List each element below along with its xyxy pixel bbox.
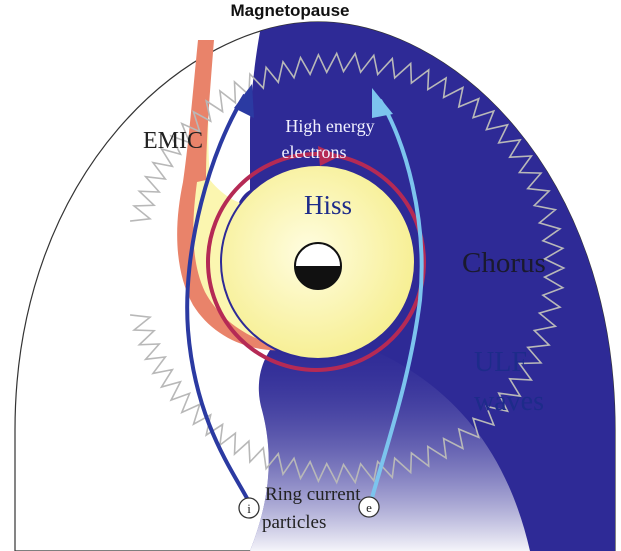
high-energy-label-line1: High energy	[285, 116, 374, 136]
drift-ring-arrow	[318, 146, 340, 166]
ring-current-label-line2: particles	[262, 512, 326, 533]
chorus-label: Chorus	[462, 247, 546, 279]
earth-nightside	[295, 266, 341, 289]
magnetopause-label: Magnetopause	[230, 1, 349, 20]
ion-path-arrow	[234, 84, 254, 118]
hiss-label: Hiss	[304, 190, 352, 220]
electron-path	[368, 98, 424, 506]
ring-current-label-line1: Ring current	[265, 484, 361, 505]
ulf-label-line1: ULF	[474, 347, 527, 378]
ion-marker	[238, 497, 260, 519]
electron-drift-ring	[206, 152, 426, 372]
high-energy-label-line2: electrons	[282, 142, 347, 162]
electron-marker-label: e	[366, 500, 372, 515]
electron-marker	[358, 496, 380, 518]
ulf-label-line2: waves	[474, 386, 544, 417]
ion-path	[185, 93, 250, 501]
ion-marker-label: i	[247, 501, 251, 516]
emic-label: EMIC	[143, 128, 203, 154]
electron-path-arrow	[372, 88, 393, 118]
